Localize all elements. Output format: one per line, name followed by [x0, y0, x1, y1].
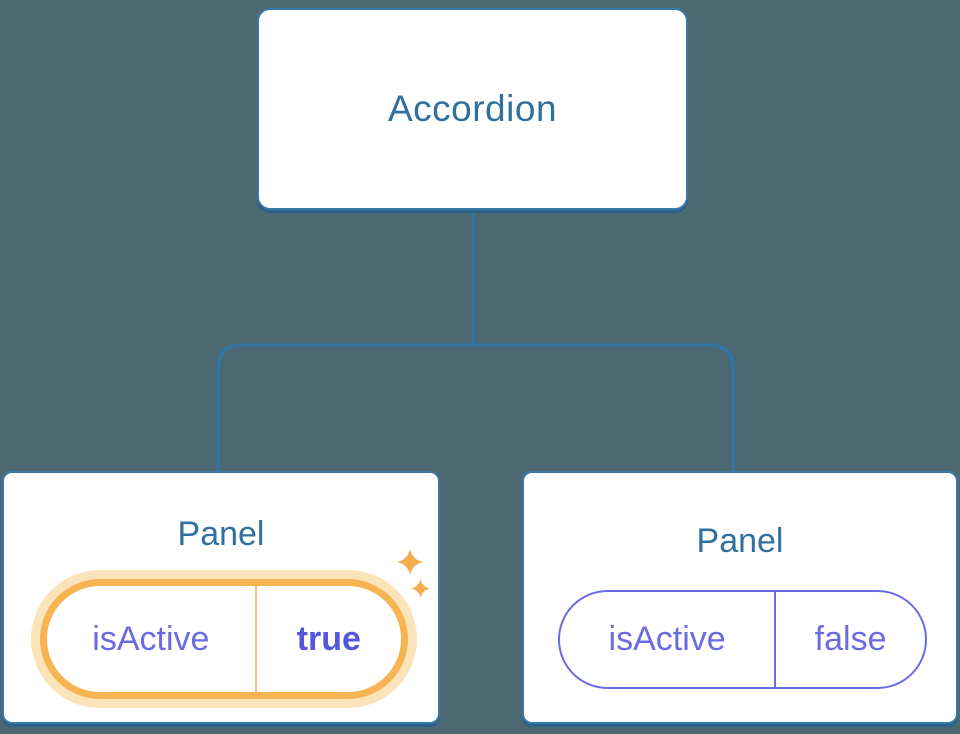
panel-node-title: Panel: [696, 522, 784, 560]
state-value-label: true: [254, 586, 401, 692]
panel-node-inactive: Panel isActive false: [522, 471, 958, 724]
state-pill-active: isActive true: [40, 579, 408, 699]
sparkle-icon: [411, 579, 430, 598]
state-key-label: isActive: [92, 619, 210, 658]
panel-node-active: Panel isActive true: [2, 471, 440, 724]
accordion-node-label: Accordion: [387, 88, 558, 129]
sparkle-icon: [397, 549, 423, 575]
state-key-label: isActive: [608, 620, 726, 658]
state-pill-inactive: isActive false: [558, 590, 927, 689]
state-value-label: false: [774, 592, 925, 687]
accordion-node: Accordion: [257, 8, 688, 210]
panel-node-title: Panel: [177, 515, 265, 553]
